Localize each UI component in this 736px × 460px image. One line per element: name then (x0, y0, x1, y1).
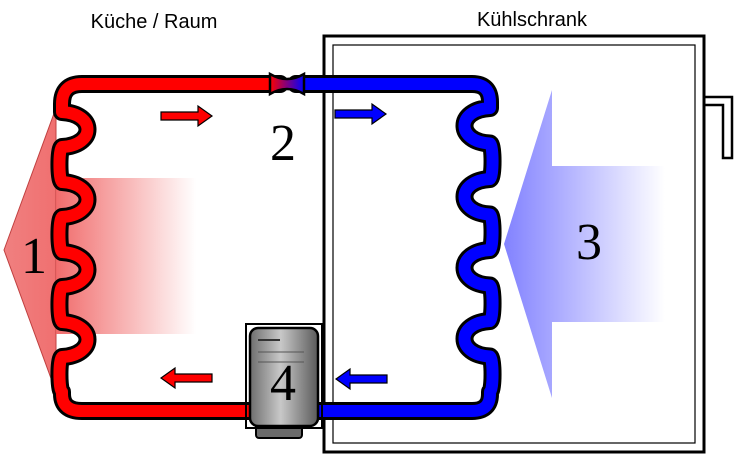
room-title: Küche / Raum (91, 11, 218, 33)
flow-arrow-hot-bottom (159, 366, 213, 390)
fridge-cabinet (322, 34, 734, 454)
fridge-door-handle (704, 95, 734, 160)
flow-arrow-cold-top (334, 102, 388, 126)
fridge-title: Kühlschrank (477, 9, 588, 31)
expansion-valve (268, 71, 306, 97)
label-evaporator-number: 3 (576, 214, 602, 271)
flow-arrow-hot-top (160, 104, 214, 128)
label-expansion-number: 2 (270, 115, 296, 172)
label-compressor-number: 4 (270, 355, 296, 412)
compressor (245, 323, 323, 439)
flow-arrow-cold-bottom (334, 367, 388, 391)
refrigerant-circuit (50, 71, 502, 420)
heat-absorption-arrow (504, 90, 665, 398)
flow-arrows (159, 102, 388, 391)
label-condenser-number: 1 (21, 228, 47, 285)
